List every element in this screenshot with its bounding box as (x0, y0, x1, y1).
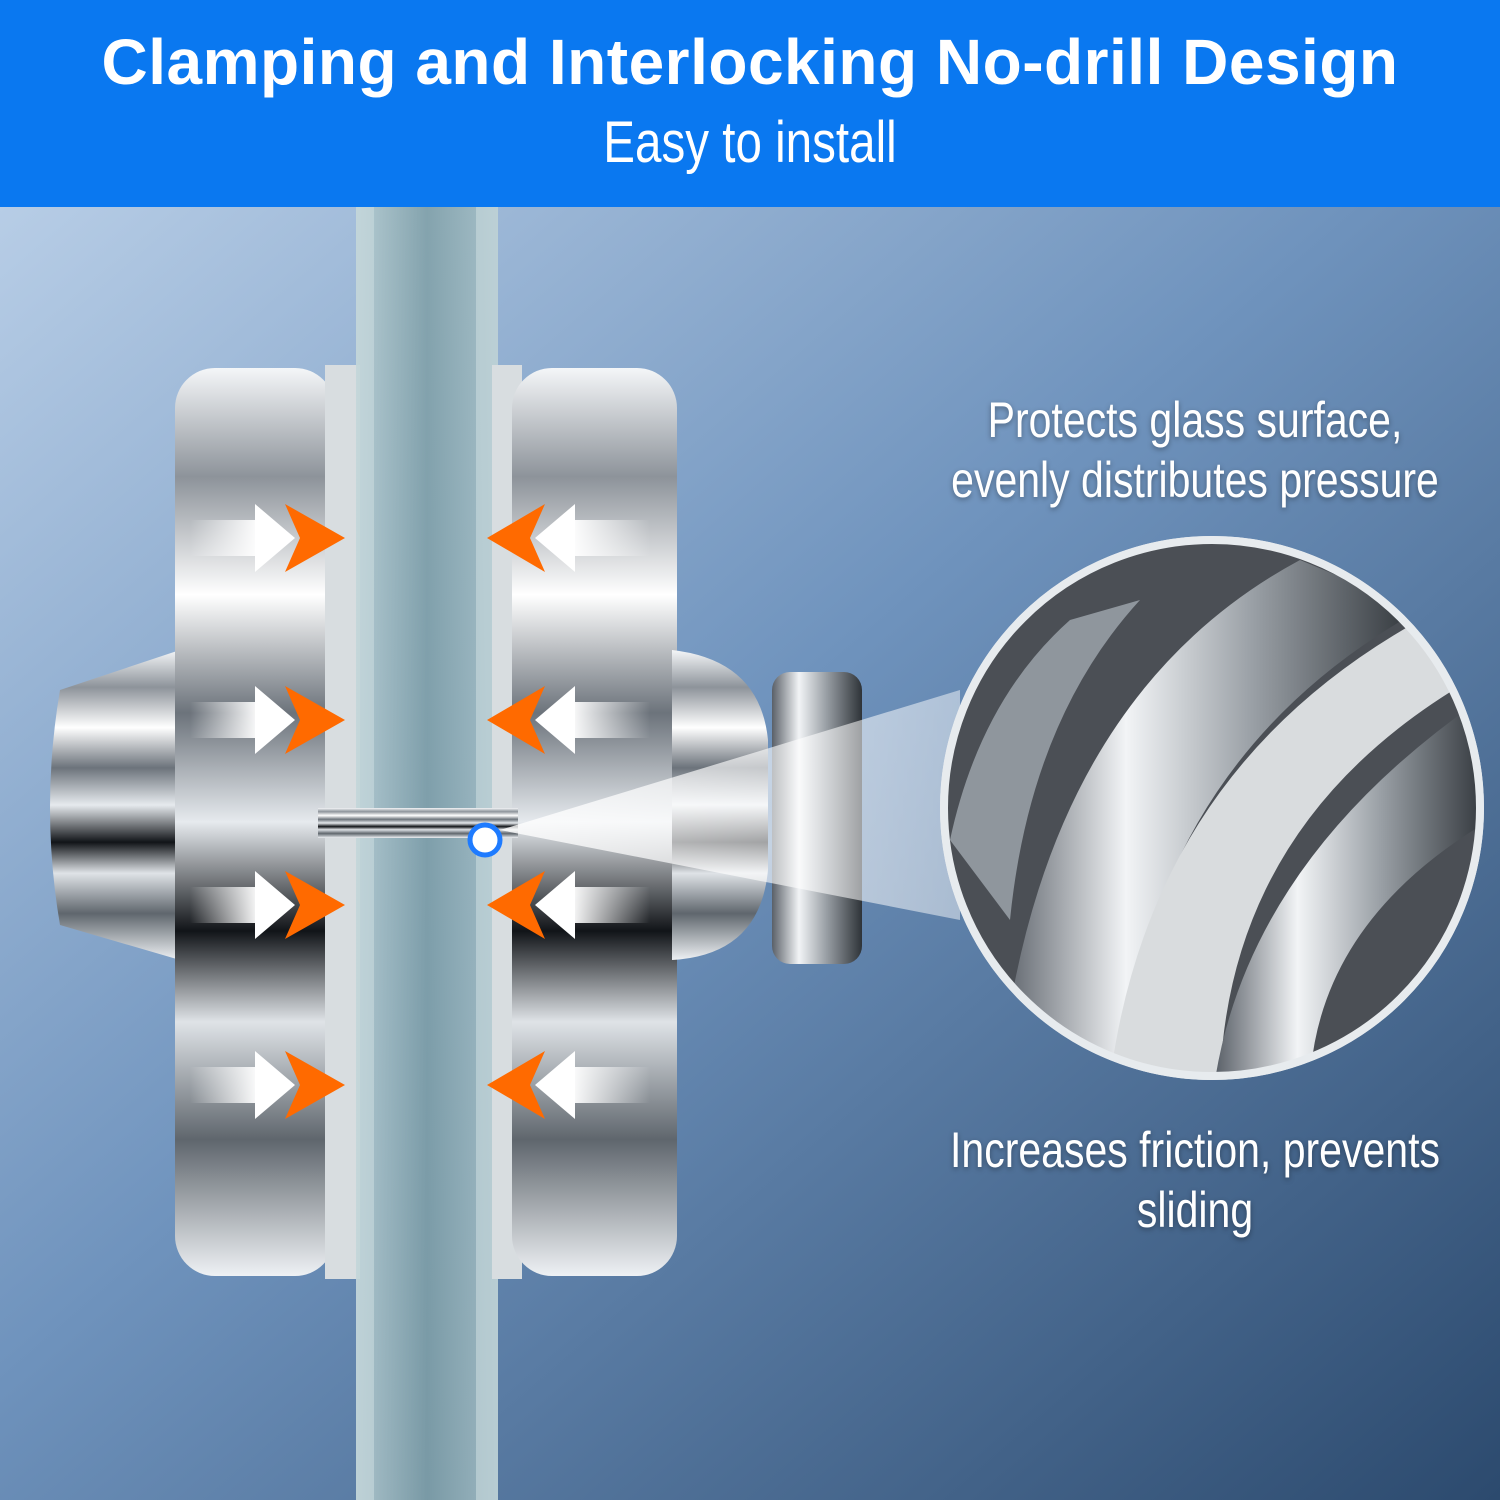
callout-friction: Increases friction, prevents sliding (950, 1122, 1440, 1238)
callout-glass-protection: Protects glass surface, evenly distribut… (951, 392, 1439, 508)
right-pressure-arrows (487, 504, 650, 1119)
header-banner: Clamping and Interlocking No-drill Desig… (0, 0, 1500, 207)
left-pressure-arrows (190, 504, 345, 1119)
zoom-beam (500, 690, 960, 920)
page-title: Clamping and Interlocking No-drill Desig… (101, 26, 1399, 98)
left-knob (50, 650, 180, 960)
circle-marker-icon (467, 822, 503, 858)
left-clamp-disc (175, 368, 335, 1276)
page-subtitle: Easy to install (603, 110, 897, 175)
zoom-detail-circle (940, 536, 1484, 1080)
glass-edge-left (356, 207, 374, 1500)
product-illustration (0, 207, 1500, 1500)
